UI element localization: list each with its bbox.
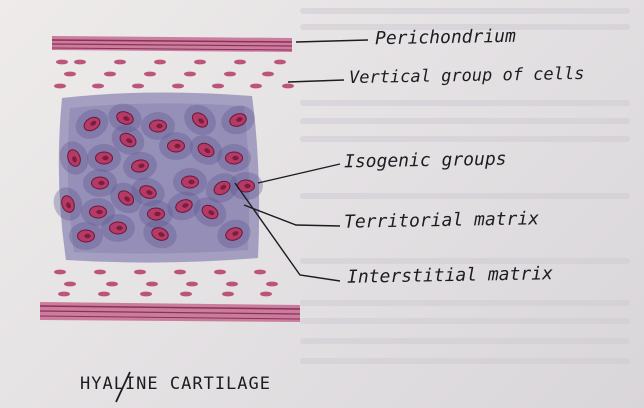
flattened-cell — [146, 281, 158, 287]
flattened-cell — [222, 291, 234, 297]
chondrocyte-nucleus — [182, 203, 189, 208]
label-territorial-matrix: Territorial matrix — [343, 208, 540, 233]
chondrocyte-nucleus — [124, 196, 130, 202]
flattened-cell — [94, 269, 106, 275]
flattened-cell — [180, 291, 192, 297]
flattened-cell — [92, 83, 104, 89]
flattened-cells — [54, 59, 294, 297]
chondrocyte-nucleus — [236, 117, 243, 122]
chondrocyte-nucleus — [126, 138, 133, 144]
background-text-line — [300, 193, 630, 199]
label-interstitial-matrix: Interstitial matrix — [346, 263, 554, 288]
leader-line-interstitial — [234, 182, 341, 282]
flattened-cell — [56, 59, 68, 65]
flattened-cell — [282, 83, 294, 89]
flattened-cell — [140, 291, 152, 297]
flattened-cell — [212, 83, 224, 89]
chondrocyte-nucleus — [174, 143, 181, 149]
leader-line-isogenic — [257, 163, 341, 184]
chondrocyte-nucleus — [102, 155, 109, 161]
chondrocyte-nucleus — [204, 148, 211, 154]
chondrocyte-nucleus — [72, 156, 77, 163]
chondrocyte-nucleus — [156, 123, 163, 129]
flattened-cell — [104, 71, 116, 77]
flattened-cell — [172, 83, 184, 89]
flattened-cell — [224, 71, 236, 77]
background-text-line — [300, 318, 630, 324]
background-text-line — [300, 24, 630, 30]
chondrocyte-nucleus — [154, 211, 161, 217]
background-text-line — [300, 8, 630, 14]
label-perichondrium: Perichondrium — [374, 25, 517, 50]
chondrocyte-nucleus — [208, 210, 215, 216]
cartilage-matrix — [58, 92, 260, 263]
flattened-cell — [174, 269, 186, 275]
title-correction-mark — [115, 371, 131, 403]
chondrocyte-nucleus — [146, 190, 153, 195]
flattened-cell — [226, 281, 238, 287]
flattened-cell — [194, 59, 206, 65]
label-isogenic-groups: Isogenic groups — [343, 148, 507, 173]
chondrocyte-nucleus — [220, 184, 227, 190]
perichondrium-top-band — [51, 36, 293, 52]
flattened-cell — [260, 291, 272, 297]
flattened-cell — [266, 281, 278, 287]
flattened-cell — [262, 71, 274, 77]
perichondrium-bottom-band — [39, 302, 301, 322]
flattened-cell — [64, 71, 76, 77]
chondrocyte-nucleus — [123, 116, 130, 121]
flattened-cell — [74, 59, 86, 65]
background-text-line — [300, 136, 630, 142]
label-vertical-group: Vertical group of cells — [348, 63, 585, 89]
chondrocyte-nucleus — [138, 163, 145, 168]
flattened-cell — [184, 71, 196, 77]
flattened-cell — [154, 59, 166, 65]
diagram-title: HYALINE CARTILAGE — [80, 374, 271, 394]
flattened-cell — [98, 291, 110, 297]
flattened-cell — [54, 83, 66, 89]
background-text-line — [300, 358, 630, 364]
chondrocyte-nucleus — [116, 225, 123, 231]
background-text-line — [300, 300, 630, 306]
flattened-cell — [254, 269, 266, 275]
leader-line-territorial — [243, 204, 341, 227]
flattened-cell — [234, 59, 246, 65]
chondrocyte-nucleus — [244, 183, 251, 189]
flattened-cell — [134, 269, 146, 275]
flattened-cell — [106, 281, 118, 287]
flattened-cell — [186, 281, 198, 287]
chondrocyte-nucleus — [198, 118, 204, 124]
territorial-matrix-halos — [53, 103, 263, 250]
background-text-line — [300, 258, 630, 264]
flattened-cell — [64, 281, 76, 287]
chondrocyte-nucleus — [90, 120, 97, 126]
chondrocyte-nucleus — [98, 180, 105, 186]
chondrocyte-nucleus — [158, 232, 165, 237]
flattened-cell — [58, 291, 70, 297]
chondrocyte-nucleus — [66, 202, 71, 209]
chondrocyte-nucleus — [188, 179, 195, 185]
flattened-cell — [54, 269, 66, 275]
background-text-line — [300, 100, 630, 106]
chondrocyte-nucleus — [96, 209, 103, 215]
chondrocyte-nucleus — [84, 233, 91, 239]
flattened-cell — [250, 83, 262, 89]
flattened-cell — [214, 269, 226, 275]
flattened-cell — [144, 71, 156, 77]
flattened-cell — [274, 59, 286, 65]
chondrocytes — [61, 111, 255, 243]
leader-line-vertical-group — [287, 79, 345, 83]
flattened-cell — [114, 59, 126, 65]
chondrocyte-nucleus — [232, 155, 239, 161]
background-text-line — [300, 338, 630, 344]
chondrocyte-nucleus — [232, 231, 239, 236]
leader-line-perichondrium — [295, 39, 369, 43]
background-text-line — [300, 118, 630, 124]
flattened-cell — [132, 83, 144, 89]
